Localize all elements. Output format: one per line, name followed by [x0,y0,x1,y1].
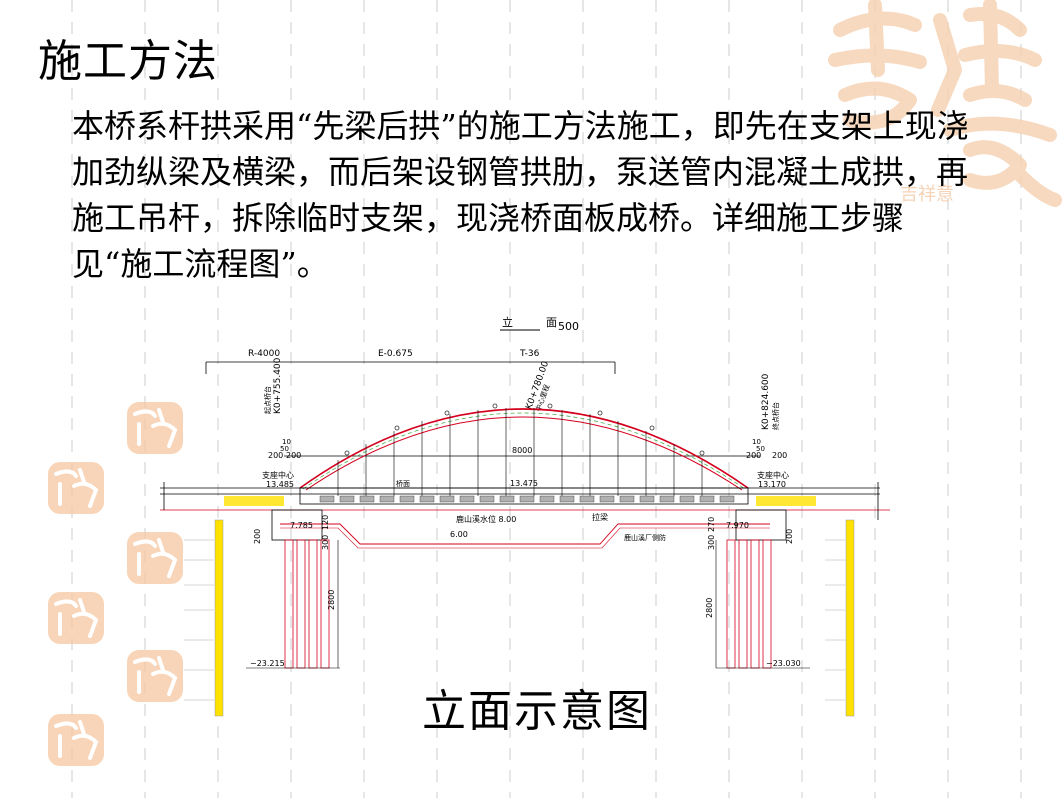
span-dimension: 8000 [512,446,532,455]
left-station-note: 起点桥台 [263,386,272,414]
dim-left-200b: 200 [286,451,301,460]
right-cap-dim-1: 300 [707,535,716,550]
curve-param-t: T-36 [519,349,540,359]
bridge-elevation-drawing: 立 面 500 R-4000 E-0.675 T-36 K0+755.400 起… [160,315,890,717]
bed-level: 6.00 [450,530,468,539]
view-scale: 500 [558,320,579,333]
view-title: 立 [502,315,513,329]
right-cap-elevation: 7.970 [726,521,749,530]
right-station-note: 终点桥台 [771,402,780,430]
seal-stamp-6 [48,714,104,766]
water-level: 鹿山溪水位 8.00 [456,514,516,524]
left-pile-tip: −23.215 [250,659,285,668]
curve-param-r: R-4000 [248,349,280,359]
left-elevation: 13.485 [266,480,294,489]
left-cap-dim-1: 200 [253,529,262,544]
dim-left-10: 10 [282,438,291,446]
right-pile-tip: −23.030 [766,659,801,668]
right-pile-length: 2800 [705,598,714,618]
right-cap-dim-2: 270 [707,517,716,532]
right-station: K0+824.600 [761,373,771,430]
left-support-label: 支座中心 [262,470,294,480]
body-paragraph: 本桥系杆拱采用“先梁后拱”的施工方法施工，即先在支架上现浇加劲纵梁及横梁，而后架… [72,107,969,283]
right-note-dyke: 鹿山溪厂侧防 [624,533,666,542]
left-cap-dim-3: 120 [321,515,330,530]
right-support-label: 支座中心 [757,470,789,480]
left-cap-elevation: 7.785 [290,521,313,530]
calligraphy-seal-text: 吉祥意 [900,184,954,205]
curve-param-e: E-0.675 [378,349,413,359]
left-pile-length: 2800 [327,590,336,610]
left-station: K0+755.400 [273,357,283,414]
seal-stamp-3 [127,532,183,584]
seal-stamp-5 [127,650,183,702]
right-cap-dim-3: 200 [785,529,794,544]
right-elevation: 13.170 [758,480,786,489]
dim-right-50: 50 [756,445,765,453]
figure-caption: 立面示意图 [422,686,652,737]
deck-label: 桥面 [396,479,410,488]
right-note-tie-beam: 拉梁 [592,512,608,522]
dim-right-200b: 200 [772,451,787,460]
mid-elevation: 13.475 [510,479,538,488]
left-cap-dim-2: 300 [321,535,330,550]
dim-left-50: 50 [280,445,289,453]
dim-left-200a: 200 [268,451,283,460]
seal-stamp-4 [48,592,104,644]
dim-right-200a: 200 [746,451,761,460]
seal-stamp-2 [48,462,104,514]
view-title-2: 面 [546,316,557,329]
seal-stamp-1 [127,402,183,454]
dim-right-10: 10 [752,438,761,446]
slide-title: 施工方法 [38,36,218,87]
calligraphy-decoration: 吉祥意 [828,0,1062,207]
